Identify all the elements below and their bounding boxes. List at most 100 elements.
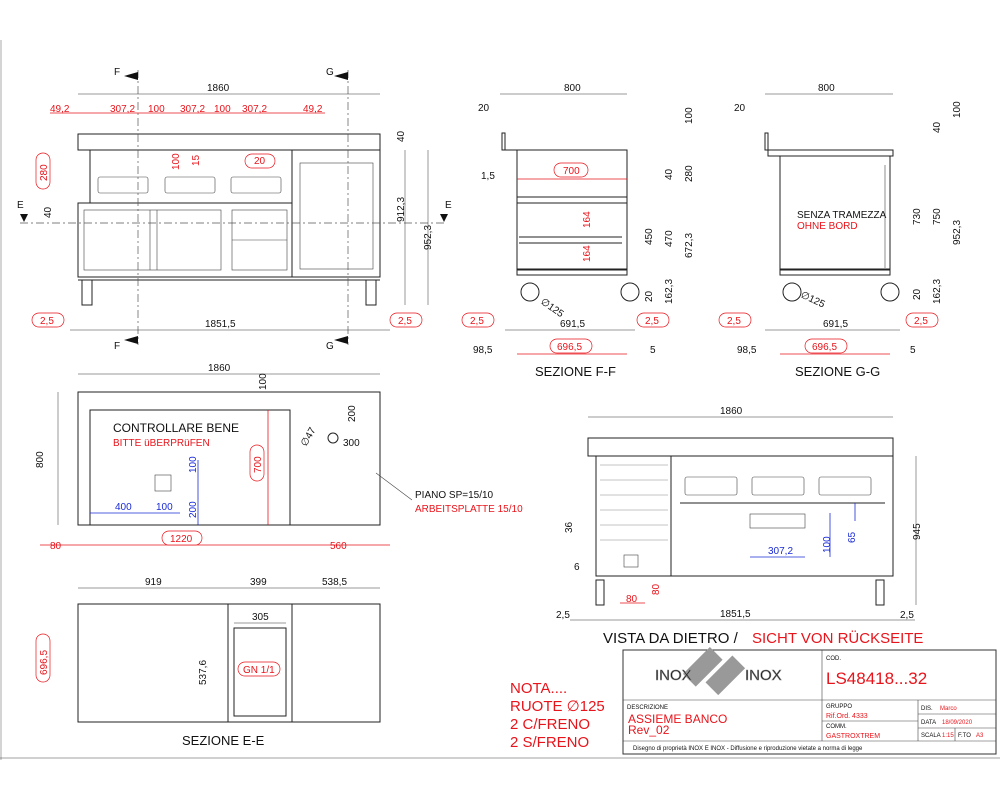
description: ASSIEME BANCO: [628, 712, 727, 726]
dim-label: 80: [651, 583, 662, 595]
dim-label: 2,5: [914, 316, 928, 327]
gruppo: Rif.Ord. 4333: [826, 713, 868, 720]
dim-label: 65: [847, 531, 858, 543]
svg-text:INOX: INOX: [745, 667, 782, 684]
drawing-code: LS48418...32: [826, 669, 927, 688]
dim-label: 164: [582, 245, 593, 262]
dim-label: 40: [932, 121, 943, 133]
section-ee-title: SEZIONE E-E: [182, 733, 265, 748]
dim-label: 98,5: [737, 345, 757, 356]
dim-label: 20: [254, 156, 266, 167]
section-ff-view: 800 20 100 1,5 700 40 280 164 164 450 47…: [461, 83, 695, 379]
dim-label: 750: [932, 208, 943, 225]
field-label: DIS.: [921, 706, 933, 712]
dim-label: 2,5: [40, 316, 54, 327]
section-marker-f: F: [114, 341, 120, 352]
dim-label: 1220: [170, 534, 193, 545]
note-line: 2 C/FRENO: [510, 716, 590, 733]
dim-label: 40: [396, 130, 407, 142]
dim-label: 20: [912, 288, 923, 300]
dim-label: 400: [115, 502, 132, 513]
dim-label: 800: [564, 83, 581, 94]
field-label: SCALA: [921, 733, 941, 739]
front-view: F G F G E E 1860 49,2 307,2 100 307,2 10…: [17, 67, 452, 352]
field-label: COMM.: [826, 724, 847, 730]
dim-label: GN 1/1: [243, 665, 275, 676]
field-label: GRUPPO: [826, 704, 852, 710]
dim-label: 5: [910, 345, 916, 356]
dim-label: 49,2: [50, 104, 70, 115]
dim-label: 100: [822, 536, 833, 553]
dim-label: 40: [43, 206, 54, 218]
top-view: 1860 800 100 200 ∅47 300 CONTROLLARE BEN…: [35, 363, 523, 552]
dim-label: 800: [818, 83, 835, 94]
dim-label: 919: [145, 577, 162, 588]
dim-label: 2,5: [398, 316, 412, 327]
dim-label: 470: [664, 230, 675, 247]
section-marker-g: G: [326, 67, 334, 78]
dim-label: 100: [188, 456, 199, 473]
section-gg-view: 800 20 100 40 SENZA TRAMEZZA OHNE BORD 7…: [718, 83, 963, 379]
dim-label: 2,5: [470, 316, 484, 327]
note-line: NOTA....: [510, 680, 567, 697]
dim-label: 537,6: [198, 660, 209, 685]
dim-label: 691,5: [823, 319, 848, 330]
dim-label: 100: [148, 104, 165, 115]
dim-label: 2,5: [645, 316, 659, 327]
dim-label: 912,3: [396, 197, 407, 222]
dim-label: 696,5: [39, 650, 50, 675]
dim-label: 307,2: [110, 104, 135, 115]
dim-label: 307,2: [180, 104, 205, 115]
dim-label: 700: [253, 456, 264, 473]
dim-label: 80: [626, 594, 638, 605]
dim-label: 164: [582, 211, 593, 228]
inox-logo: INOX INOX: [655, 647, 782, 696]
dim-label: 672,3: [684, 233, 695, 258]
note-piano: PIANO SP=15/10: [415, 490, 494, 501]
dim-label: 307,2: [242, 104, 267, 115]
section-marker-g: G: [326, 341, 334, 352]
dim-label: 100: [258, 373, 269, 390]
svg-text:INOX: INOX: [655, 667, 692, 684]
dim-label: 100: [952, 101, 963, 118]
dim-label: 1860: [208, 363, 231, 374]
copyright-footer: Disegno di proprietà INOX E INOX - Diffu…: [633, 746, 863, 752]
dim-label: 700: [563, 166, 580, 177]
dim-label: 200: [347, 405, 358, 422]
dim-label: 952,3: [423, 225, 434, 250]
dim-label: 40: [664, 168, 675, 180]
revision: Rev_02: [628, 723, 670, 737]
dim-label: 20: [644, 290, 655, 302]
dim-label: 100: [684, 107, 695, 124]
dim-label: 300: [343, 438, 360, 449]
dim-label: 162,3: [932, 279, 943, 304]
section-gg-title: SEZIONE G-G: [795, 364, 880, 379]
dim-label: 945: [912, 523, 923, 540]
wheel-note: NOTA.... RUOTE ∅125 2 C/FRENO 2 S/FRENO: [510, 680, 605, 751]
dim-label: 200: [188, 501, 199, 518]
note-senza-tramezza: SENZA TRAMEZZA: [797, 210, 887, 221]
designer: Marco: [940, 706, 957, 712]
field-label: F.TO: [958, 733, 971, 739]
dim-label: 696,5: [557, 342, 582, 353]
dim-label: 450: [644, 228, 655, 245]
dim-label: 560: [330, 541, 347, 552]
dim-label: 730: [912, 208, 923, 225]
dim-label: 162,3: [664, 279, 675, 304]
dim-label: 15: [191, 154, 202, 166]
dim-label: 36: [564, 521, 575, 533]
dim-label: 1851,5: [205, 319, 236, 330]
rear-view: 1860 945 36 6 307,2 100 65 80 80 1851,5 …: [556, 406, 923, 647]
dim-label: 5: [650, 345, 656, 356]
section-marker-e: E: [445, 200, 452, 211]
dim-label: 49,2: [303, 104, 323, 115]
dim-label: 280: [684, 165, 695, 182]
field-label: COD.: [826, 656, 841, 662]
section-ff-title: SEZIONE F-F: [535, 364, 616, 379]
dim-label: 538,5: [322, 577, 347, 588]
dim-label: 1860: [720, 406, 743, 417]
note-line: 2 S/FRENO: [510, 734, 589, 751]
note-ohne-bord: OHNE BORD: [797, 221, 858, 232]
section-marker-e: E: [17, 200, 24, 211]
dim-label: 1851,5: [720, 609, 751, 620]
